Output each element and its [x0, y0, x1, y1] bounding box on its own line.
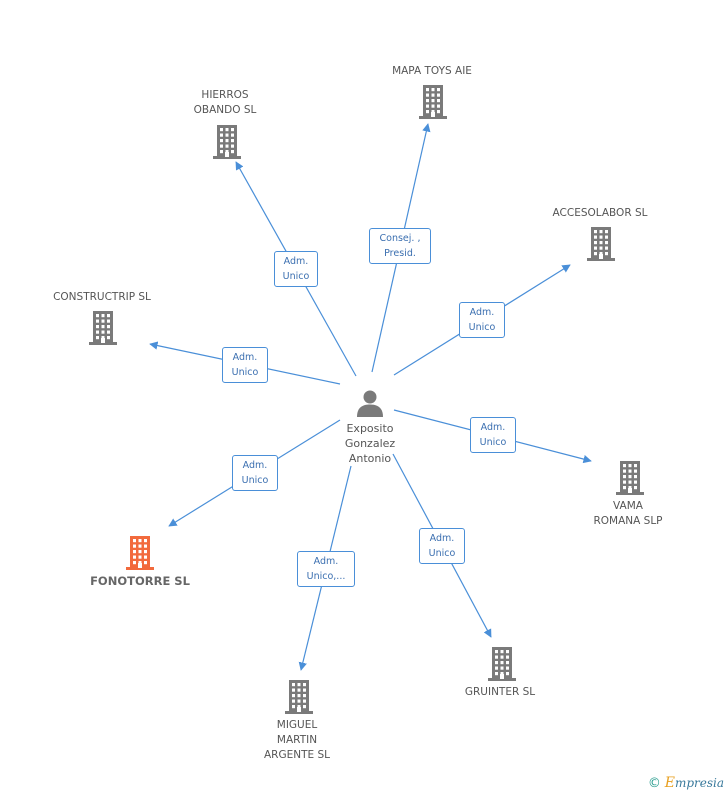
company-name[interactable]: ACCESOLABOR SL	[552, 207, 648, 219]
relation-label[interactable]: Adm. Unico	[222, 347, 268, 383]
brand-initial: E	[664, 775, 675, 791]
relation-label[interactable]: Adm. Unico	[274, 251, 318, 287]
building-icon[interactable]	[488, 647, 516, 681]
building-icon[interactable]	[126, 536, 154, 570]
company-node[interactable]: ACCESOLABOR SL	[528, 206, 672, 221]
company-node[interactable]: HIERROS OBANDO SL	[170, 88, 280, 118]
company-node[interactable]: VAMA ROMANA SLP	[572, 499, 684, 529]
brand-name: mpresia	[674, 776, 724, 790]
building-icon[interactable]	[587, 227, 615, 261]
company-name[interactable]: FONOTORRE SL	[90, 574, 190, 588]
company-name[interactable]: GRUINTER SL	[464, 686, 536, 698]
building-icon[interactable]	[419, 85, 447, 119]
company-name[interactable]: MIGUEL MARTIN ARGENTE SL	[263, 719, 330, 761]
center-person-name[interactable]: Exposito Gonzalez Antonio	[344, 422, 396, 465]
company-name[interactable]: MAPA TOYS AIE	[392, 65, 472, 77]
company-node[interactable]: CONSTRUCTRIP SL	[30, 290, 174, 305]
copyright-icon: ©	[647, 776, 661, 791]
relation-label[interactable]: Adm. Unico	[470, 417, 516, 453]
building-icon[interactable]	[285, 680, 313, 714]
relation-label[interactable]: Adm. Unico	[232, 455, 278, 491]
company-node[interactable]: FONOTORRE SL	[68, 574, 212, 589]
person-icon[interactable]	[355, 388, 385, 418]
relation-label[interactable]: Adm. Unico	[419, 528, 465, 564]
building-icon[interactable]	[89, 311, 117, 345]
relation-label[interactable]: Consej. , Presid.	[369, 228, 431, 264]
relation-label[interactable]: Adm. Unico,...	[297, 551, 355, 587]
building-icon[interactable]	[616, 461, 644, 495]
relation-label[interactable]: Adm. Unico	[459, 302, 505, 338]
company-name[interactable]: VAMA ROMANA SLP	[593, 500, 663, 527]
company-node[interactable]: MAPA TOYS AIE	[360, 64, 504, 79]
company-name[interactable]: HIERROS OBANDO SL	[193, 89, 257, 116]
company-node[interactable]: MIGUEL MARTIN ARGENTE SL	[241, 718, 353, 763]
building-icon[interactable]	[213, 125, 241, 159]
company-node[interactable]: GRUINTER SL	[444, 685, 556, 700]
company-name[interactable]: CONSTRUCTRIP SL	[53, 291, 151, 303]
brand-footer: © Empresia	[648, 775, 724, 791]
